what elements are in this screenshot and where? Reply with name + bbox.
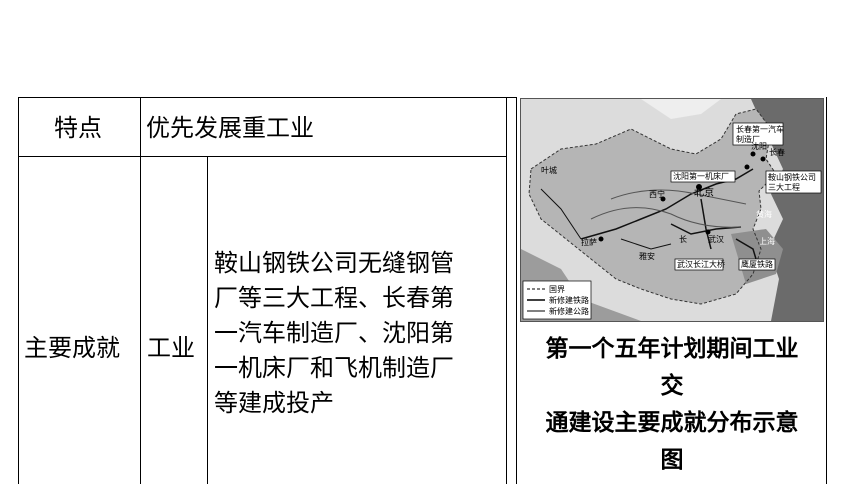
row1-value: 优先发展重工业: [146, 114, 314, 142]
map-label-wuhan: 武汉: [708, 234, 724, 244]
map-label-yecheng: 叶城: [541, 166, 557, 175]
map-label-shenyang-plant: 沈阳第一机床厂: [673, 171, 729, 181]
table-right-border: [826, 97, 827, 484]
table-col-divider-1: [140, 97, 141, 484]
map-label-yellow-sea: 黄海: [756, 209, 772, 219]
row2-content: 鞍山钢铁公司无缝钢管 厂等三大工程、长春第 一汽车制造厂、沈阳第 一机床厂和飞机…: [214, 246, 454, 421]
map-label-railway: 鹰厦铁路: [741, 259, 773, 269]
map-label-anshan-2: 三大工程: [768, 182, 800, 192]
content-line: 等建成投产: [214, 389, 334, 417]
row1-label: 特点: [54, 114, 102, 142]
map-label-yaan: 雅安: [639, 251, 655, 261]
legend-railway: 新修建铁路: [549, 295, 589, 305]
row2-label: 主要成就: [24, 334, 120, 362]
map-label-shanghai: 上海: [759, 236, 775, 246]
map-label-bridge: 武汉长江大桥: [677, 259, 725, 269]
china-map: 长春第一汽车 制造厂 沈阳 长春 沈阳第一机床厂 鞍山钢铁公司 三大工程 北京 …: [520, 98, 824, 322]
legend-road: 新修建公路: [549, 306, 589, 316]
table-col-divider-4: [516, 97, 517, 484]
map-label-changchun: 长春: [769, 147, 785, 157]
table-left-border: [18, 97, 19, 484]
map-label-chang: 长: [679, 234, 687, 244]
map-label-changchun-plant-1: 长春第一汽车: [736, 124, 784, 134]
caption-line: 交: [660, 372, 684, 399]
content-line: 一汽车制造厂、沈阳第: [214, 319, 454, 347]
caption-line: 图: [660, 446, 684, 473]
content-line: 鞍山钢铁公司无缝钢管: [214, 249, 454, 277]
map-label-beijing: 北京: [694, 186, 714, 199]
table-row-divider: [18, 156, 507, 157]
content-line: 厂等三大工程、长春第: [214, 284, 454, 312]
table-col-divider-3: [506, 97, 507, 484]
map-label-lhasa: 拉萨: [581, 237, 597, 247]
map-caption: 第一个五年计划期间工业 交 通建设主要成就分布示意 图: [520, 330, 824, 478]
map-label-anshan-1: 鞍山钢铁公司: [768, 172, 816, 182]
content-line: 一机床厂和飞机制造厂: [214, 354, 454, 382]
legend-border: 国界: [549, 285, 565, 294]
map-label-xining: 西宁: [649, 189, 665, 199]
map-label-changchun-plant-2: 制造厂: [736, 134, 760, 144]
table-top-border: [18, 97, 517, 98]
row2-category: 工业: [147, 334, 195, 362]
table-col-divider-2: [207, 156, 208, 484]
caption-line: 通建设主要成就分布示意: [545, 409, 799, 436]
map-label-shenyang: 沈阳: [751, 141, 767, 151]
caption-line: 第一个五年计划期间工业: [545, 335, 799, 362]
